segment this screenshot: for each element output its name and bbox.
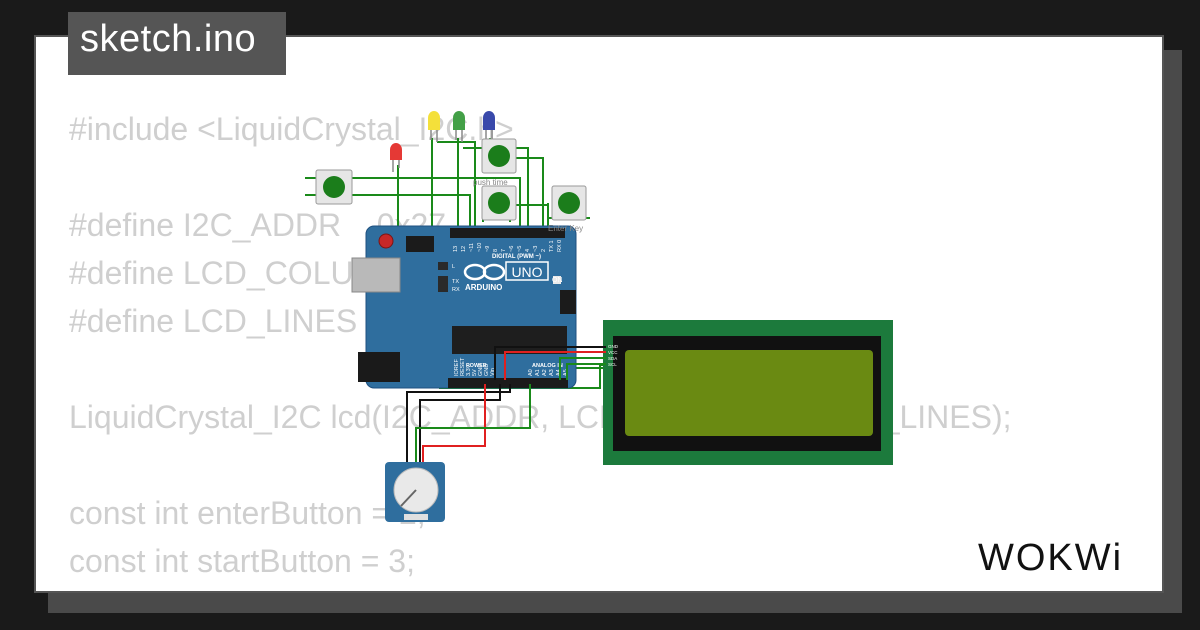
board-brand: ARDUINO bbox=[465, 283, 502, 292]
pin-label: 3.3V bbox=[466, 364, 472, 376]
icsp2-header bbox=[560, 290, 576, 314]
icsp-header bbox=[406, 236, 434, 252]
arduino-logo bbox=[463, 263, 506, 281]
atmega-chip bbox=[452, 326, 567, 354]
pin-label: 4 bbox=[525, 249, 531, 252]
pin-label: A0 bbox=[528, 369, 534, 376]
pin-label: ~10 bbox=[477, 243, 483, 252]
code-line: const int startButton = 3; bbox=[69, 543, 415, 579]
l-label: L bbox=[452, 264, 455, 270]
pin-label: RX 0 bbox=[557, 240, 563, 252]
pin-label: ~3 bbox=[533, 246, 539, 252]
analog-label: ANALOG IN bbox=[532, 363, 563, 369]
pin-label: 8 bbox=[493, 249, 499, 252]
pin-label: A2 bbox=[542, 369, 548, 376]
green-wires bbox=[305, 138, 620, 389]
pushbutton-left[interactable] bbox=[315, 169, 353, 205]
potentiometer[interactable] bbox=[385, 462, 445, 522]
rx-label: RX bbox=[452, 287, 460, 293]
pin-label: 5V bbox=[472, 369, 478, 376]
file-tab-label: sketch.ino bbox=[80, 18, 257, 60]
push-time-label: push time bbox=[473, 178, 508, 187]
enter-key-label: Enter Key bbox=[548, 224, 583, 233]
pin-label: 2 bbox=[541, 249, 547, 252]
pin-label: ~9 bbox=[485, 246, 491, 252]
led-blue[interactable] bbox=[483, 111, 495, 142]
wokwi-logo: WOKWi bbox=[978, 537, 1123, 578]
power-jack bbox=[358, 352, 400, 382]
pin-label: A1 bbox=[535, 369, 541, 376]
pin-label: 7 bbox=[501, 249, 507, 252]
tx-label: TX bbox=[452, 279, 459, 285]
pin-label: Vin bbox=[490, 368, 496, 376]
wokwi-logo-text: WOKWi bbox=[978, 537, 1123, 578]
pushbutton-top[interactable] bbox=[481, 138, 517, 174]
lcd-pin-label: SCL bbox=[608, 362, 617, 367]
pin-label: RESET bbox=[460, 357, 466, 376]
digital-label: DIGITAL (PWM ~) bbox=[492, 254, 541, 260]
pushbutton-enter[interactable] bbox=[551, 185, 587, 221]
pin-label: GND bbox=[478, 364, 484, 376]
pin-label: ~6 bbox=[509, 246, 515, 252]
led-red[interactable] bbox=[390, 143, 402, 172]
board-model: UNO bbox=[511, 264, 542, 280]
lcd-pin-label: SDA bbox=[608, 356, 617, 361]
pushbutton-middle[interactable] bbox=[481, 185, 517, 221]
lcd-gnd-wire bbox=[494, 346, 606, 380]
arduino-uno-board[interactable]: UNO ARDUINO ON DIGITAL (PWM ~) POWER ANA… bbox=[351, 225, 577, 389]
pin-label: TX 1 bbox=[549, 240, 555, 252]
lcd-pin-label: GND bbox=[608, 344, 619, 349]
power-analog-header bbox=[448, 378, 568, 388]
lcd-vcc-wire bbox=[504, 351, 606, 380]
reset-button[interactable] bbox=[378, 233, 394, 249]
pin-label: ~11 bbox=[469, 243, 475, 252]
usb-port bbox=[351, 257, 401, 293]
pin-label: 13 bbox=[453, 246, 459, 252]
pin-label: IOREF bbox=[454, 359, 460, 376]
led-green[interactable] bbox=[453, 111, 465, 142]
pin-label: A3 bbox=[549, 369, 555, 376]
file-tab[interactable]: sketch.ino bbox=[68, 12, 286, 75]
pin-label: GND bbox=[484, 364, 490, 376]
digital-header bbox=[450, 228, 565, 238]
pin-label: 12 bbox=[461, 246, 467, 252]
led-yellow[interactable] bbox=[428, 111, 440, 142]
power-label: POWER bbox=[466, 363, 487, 369]
code-line: const int enterButton = 2; bbox=[69, 495, 426, 531]
lcd-pin-label: VCC bbox=[608, 350, 618, 355]
on-label: ON bbox=[552, 277, 563, 284]
pin-label: ~5 bbox=[517, 246, 523, 252]
